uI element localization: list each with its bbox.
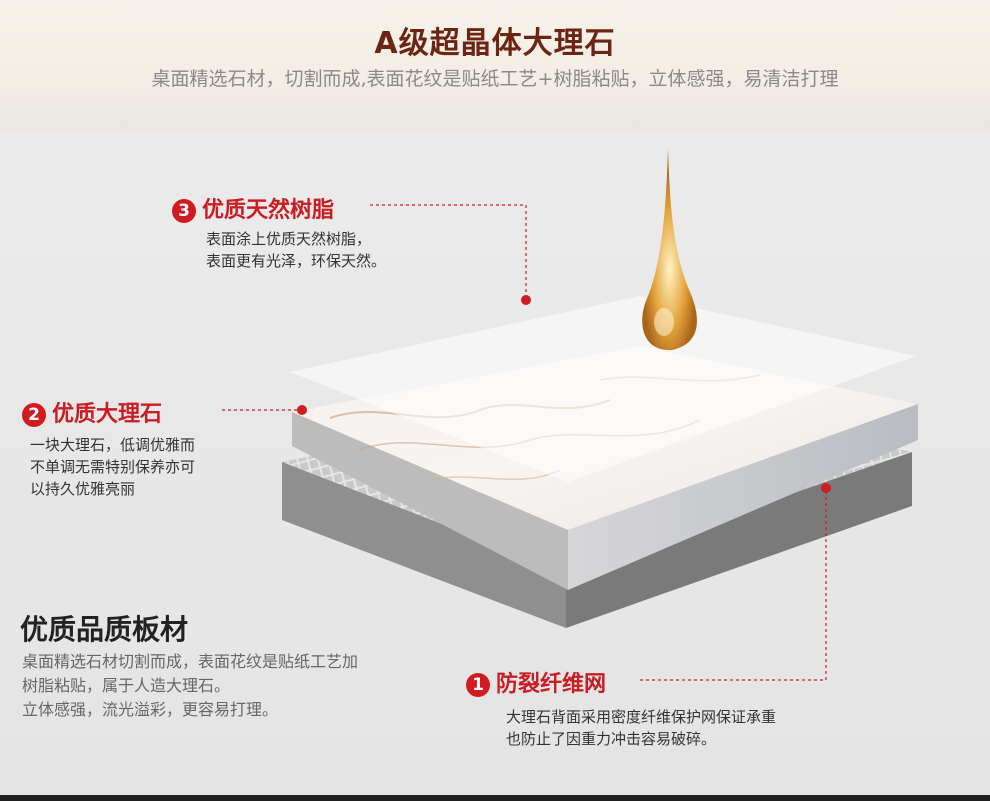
desc-line: 表面涂上优质天然树脂，: [206, 230, 372, 248]
desc-line: 表面更有光泽，环保天然。: [206, 252, 387, 270]
desc-line: 大理石背面采用密度纤维保护网保证承重: [506, 708, 777, 726]
page-subtitle: 桌面精选石材，切割而成,表面花纹是贴纸工艺+树脂粘贴，立体感强，易清洁打理: [151, 68, 839, 90]
callout-number: 1: [466, 673, 490, 697]
desc-line: 立体感强，流光溢彩，更容易打理。: [22, 700, 279, 719]
callout-number: 3: [172, 199, 196, 223]
callout-resin-desc: 表面涂上优质天然树脂， 表面更有光泽，环保天然。: [206, 228, 386, 272]
desc-line: 一块大理石，低调优雅而: [30, 436, 196, 454]
resin-film-layer: [290, 296, 916, 482]
desc-line: 以持久优雅亮丽: [30, 480, 136, 498]
callout-label: 防裂纤维网: [496, 672, 607, 697]
desc-line: 树脂粘贴，属于人造大理石。: [22, 676, 231, 695]
header-banner: A级超晶体大理石 桌面精选石材，切割而成,表面花纹是贴纸工艺+树脂粘贴，立体感强…: [0, 0, 990, 132]
callout-label: 优质大理石: [52, 402, 163, 427]
quality-desc: 桌面精选石材切割而成，表面花纹是贴纸工艺加 树脂粘贴，属于人造大理石。 立体感强…: [22, 650, 422, 722]
desc-line: 也防止了因重力冲击容易破碎。: [506, 730, 717, 748]
callout-mesh-desc: 大理石背面采用密度纤维保护网保证承重 也防止了因重力冲击容易破碎。: [506, 706, 776, 750]
quality-title: 优质品质板材: [20, 613, 189, 646]
callout-marble-desc: 一块大理石，低调优雅而 不单调无需特别保养亦可 以持久优雅亮丽: [30, 434, 195, 500]
desc-line: 桌面精选石材切割而成，表面花纹是贴纸工艺加: [22, 652, 359, 671]
callout-leaders: [222, 204, 827, 681]
callout-dots: [297, 295, 831, 493]
callout-label: 优质天然树脂: [202, 198, 335, 223]
callout-number: 2: [22, 403, 46, 427]
bottom-divider: [0, 795, 990, 801]
page-title: A级超晶体大理石: [374, 26, 616, 61]
resin-drop: [642, 148, 697, 351]
desc-line: 不单调无需特别保养亦可: [30, 458, 196, 476]
